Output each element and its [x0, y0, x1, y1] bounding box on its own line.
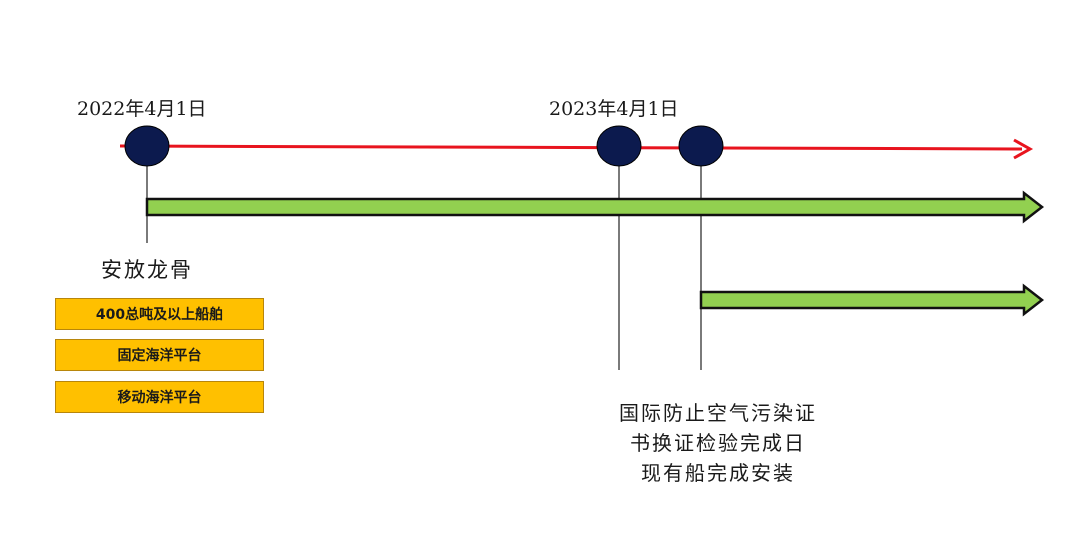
- milestone-node-install: [678, 125, 724, 167]
- timeline-arrow-head: [1013, 138, 1034, 160]
- milestone-node-mid: [596, 125, 642, 167]
- category-box-fixed-platform: 固定海洋平台: [55, 339, 264, 371]
- note-line-1: 国际防止空气污染证: [619, 401, 817, 425]
- keel-laying-label: 安放龙骨: [101, 258, 193, 282]
- date-label-start: 2022年4月1日: [77, 98, 207, 120]
- timeline-arrow-shaft: [119, 144, 1023, 151]
- applicability-arrow-long: [145, 190, 1045, 224]
- category-box-ships: 400总吨及以上船舶: [55, 298, 264, 330]
- category-box-mobile-platform: 移动海洋平台: [55, 381, 264, 413]
- milestone-node-start: [124, 125, 170, 167]
- note-line-3: 现有船完成安装: [641, 461, 795, 485]
- applicability-arrow-short: [699, 283, 1045, 317]
- note-line-2: 书换证检验完成日: [630, 431, 806, 455]
- date-label-mid: 2023年4月1日: [549, 98, 679, 120]
